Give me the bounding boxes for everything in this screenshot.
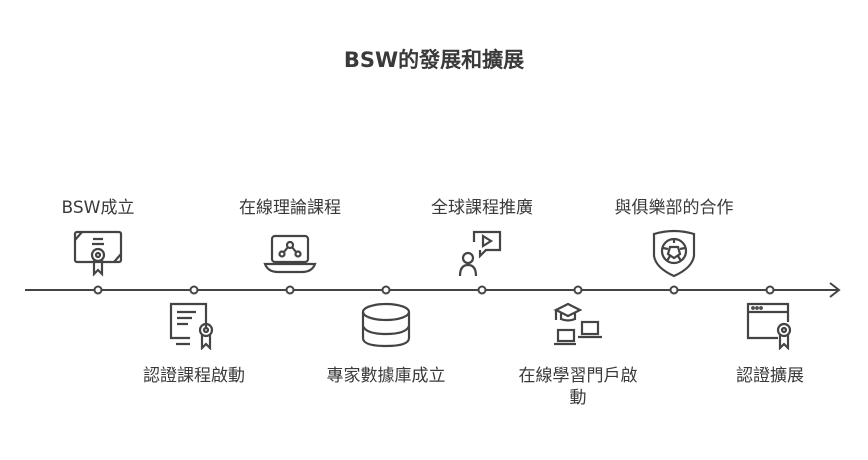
timeline-dot <box>381 285 391 295</box>
timeline-dot <box>93 285 103 295</box>
certificate-document-icon <box>169 302 214 350</box>
event-label: 認證課程啟動 <box>143 366 245 386</box>
certificate-icon <box>73 230 123 277</box>
event-label: 專家數據庫成立 <box>326 366 446 386</box>
laptop-network-icon <box>263 234 317 274</box>
diagram-title: BSW的發展和擴展 <box>343 48 525 72</box>
timeline-dot <box>669 285 679 295</box>
event-label: BSW成立 <box>61 198 135 218</box>
event-label: 認證擴展 <box>736 366 804 386</box>
event-label: 在線理論課程 <box>239 198 341 218</box>
timeline-dot <box>765 285 775 295</box>
presenter-video-icon <box>458 230 502 277</box>
football-shield-icon <box>652 229 696 278</box>
database-icon <box>361 302 411 348</box>
graduation-laptops-icon <box>553 302 602 346</box>
timeline-dot <box>285 285 295 295</box>
event-label: 與俱樂部的合作 <box>614 198 734 218</box>
event-label: 在線學習門戶啟動 <box>518 366 638 408</box>
arrow-head-icon <box>829 282 841 298</box>
web-certificate-icon <box>746 302 792 350</box>
event-label: 全球課程推廣 <box>431 198 533 218</box>
timeline-dot <box>477 285 487 295</box>
timeline-dot <box>189 285 199 295</box>
timeline-dot <box>573 285 583 295</box>
